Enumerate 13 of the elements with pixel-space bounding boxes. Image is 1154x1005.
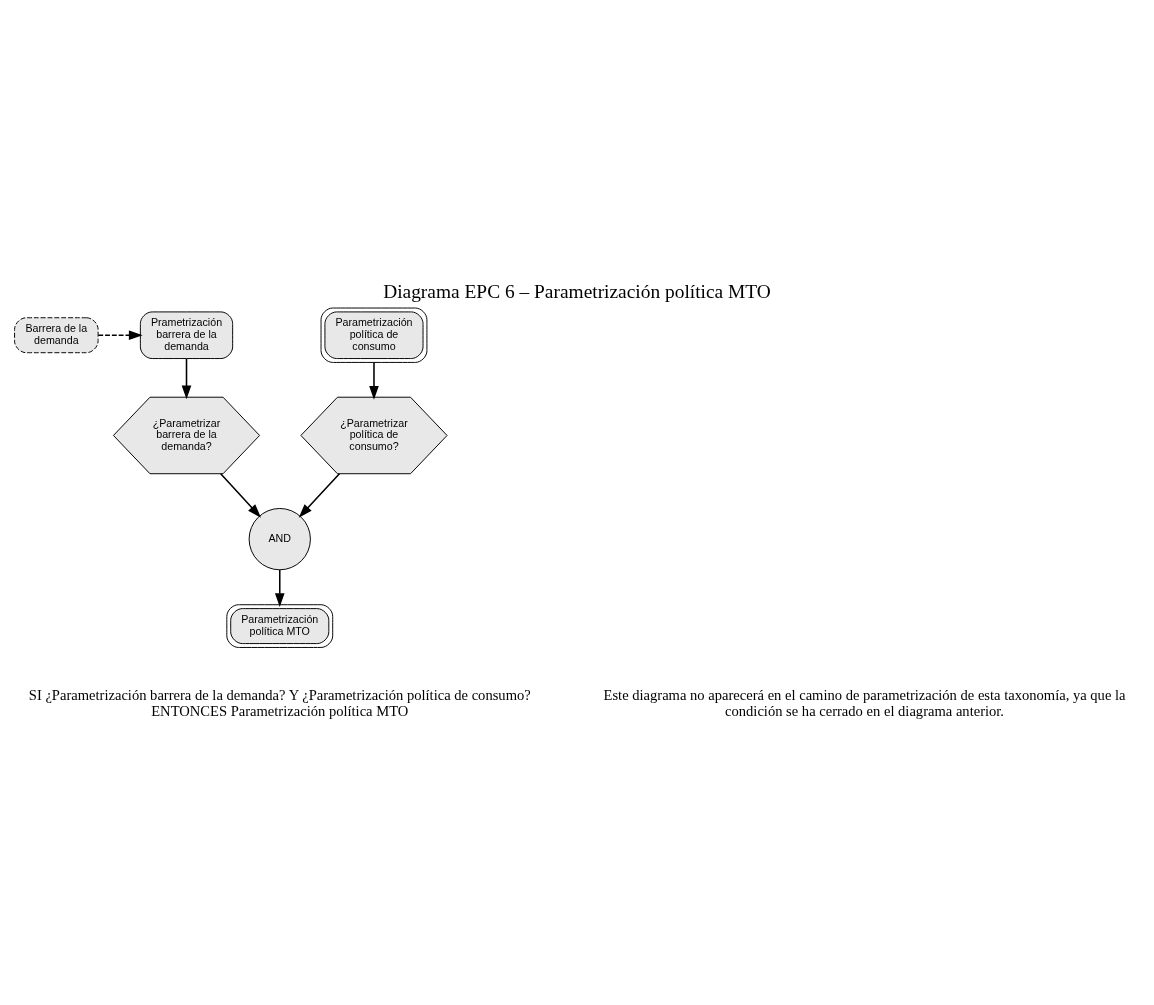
node-box: Parametrización política MTO bbox=[226, 603, 334, 648]
arrow bbox=[97, 329, 143, 340]
arrow bbox=[298, 472, 341, 518]
label: SI ¿Parametrización barrera de la demanda? Y ¿Parametrización política de consumo? ENTONCES Parametrización política MTO bbox=[28, 686, 531, 719]
arrow bbox=[219, 472, 261, 518]
arrow bbox=[369, 361, 379, 400]
label: Este diagrama no aparecerá en el camino de parametrización de esta taxonomía, ya que la condición se ha cerrado en el diagrama anterior. bbox=[603, 686, 1126, 719]
arrow bbox=[181, 357, 192, 399]
arrow bbox=[274, 568, 285, 607]
diagram-title: Diagrama EPC 6 – Parametrización política MTO bbox=[383, 280, 771, 302]
node-box: Prametrización barrera de la demanda bbox=[139, 310, 234, 359]
node-box: Barrera de la demanda bbox=[14, 316, 99, 353]
node-circle: AND bbox=[248, 507, 311, 570]
